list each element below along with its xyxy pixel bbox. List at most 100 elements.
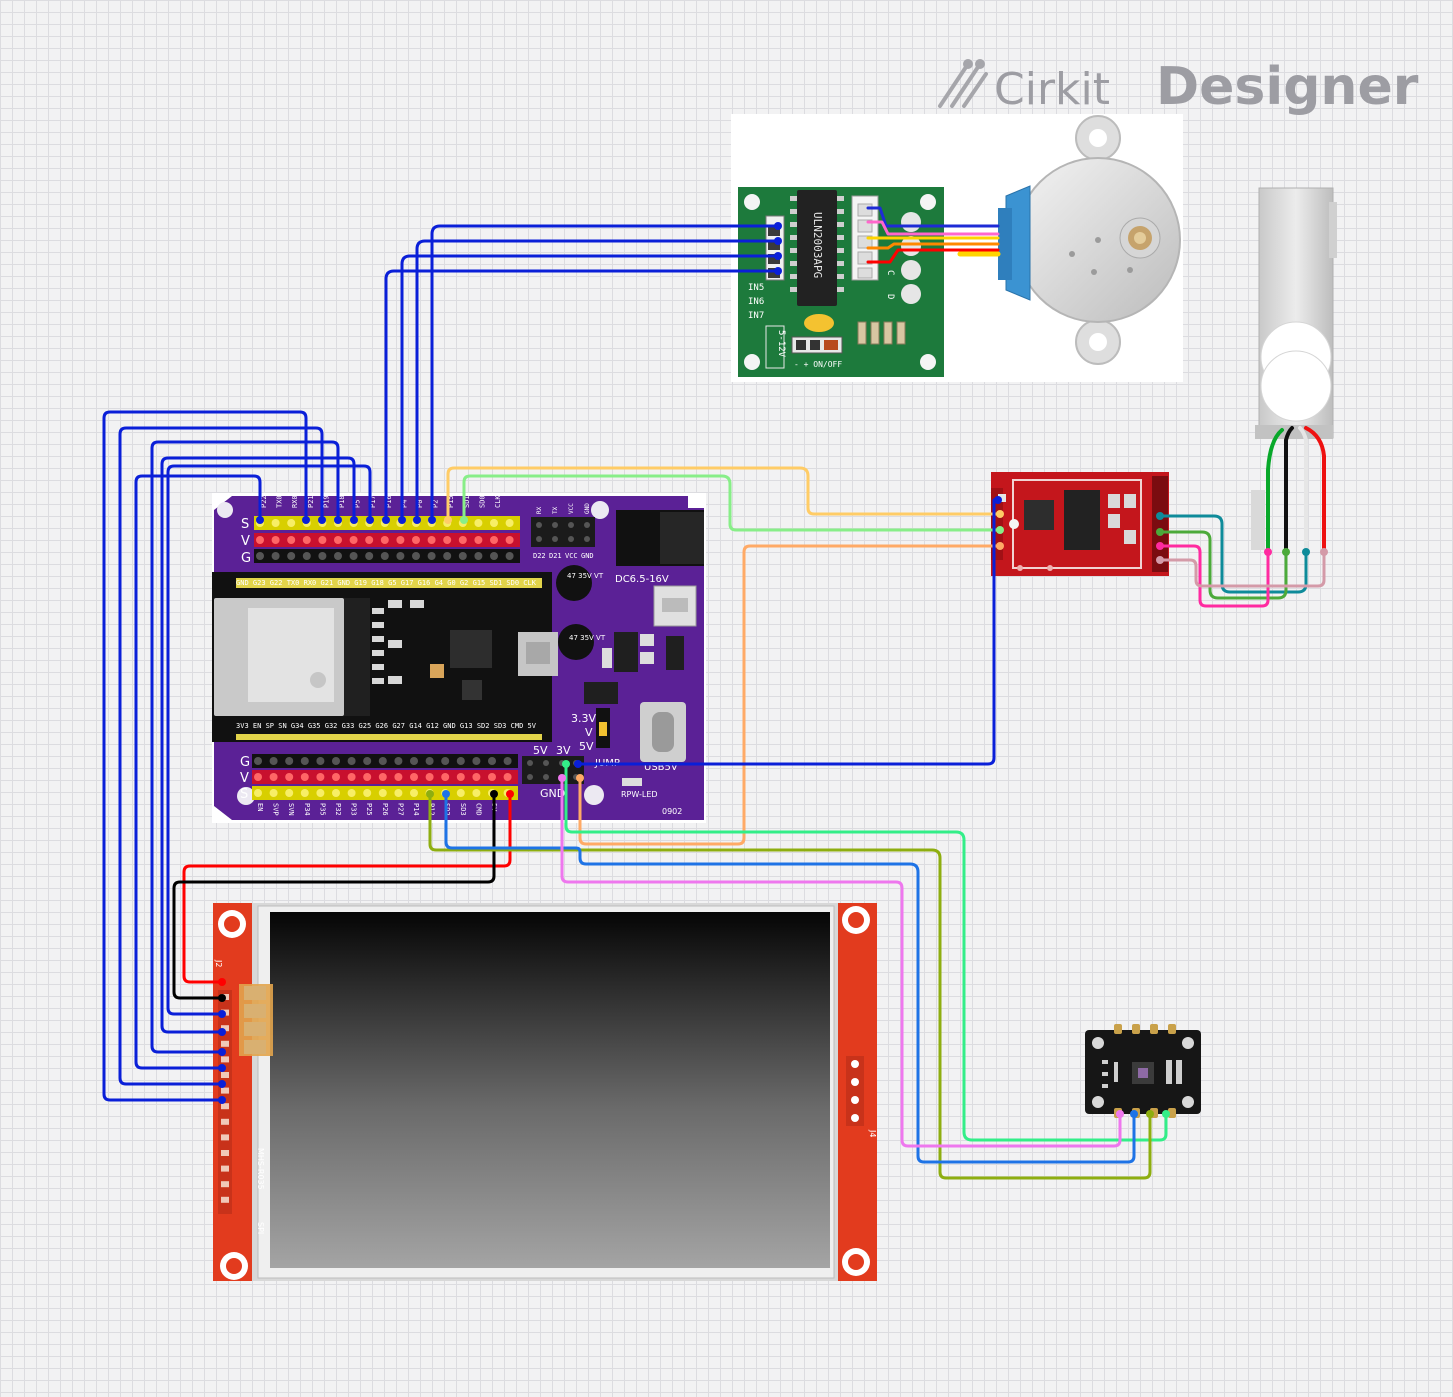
header-pin[interactable] [365, 536, 374, 544]
tft-display-module[interactable]: J2 MHS-R035 SPI J4 [213, 903, 877, 1281]
header-pin[interactable] [285, 757, 294, 765]
header-pin[interactable] [349, 552, 358, 560]
header-pin[interactable] [441, 773, 450, 781]
header-pin[interactable] [285, 789, 294, 797]
header-pin[interactable] [316, 789, 325, 797]
header-pin[interactable] [412, 536, 420, 544]
header-pin[interactable] [334, 552, 342, 560]
header-pin[interactable] [505, 519, 514, 527]
header-pin[interactable] [256, 536, 264, 544]
header-pin[interactable] [505, 536, 514, 544]
header-pin[interactable] [458, 536, 467, 544]
tft-pin [221, 1181, 229, 1188]
header-pin[interactable] [503, 757, 512, 765]
header-pin[interactable] [269, 789, 278, 797]
header-pin[interactable] [456, 789, 465, 797]
header-pin[interactable] [505, 552, 514, 560]
header-pin[interactable] [380, 536, 389, 544]
header-pin[interactable] [318, 536, 327, 544]
header-pin[interactable] [425, 773, 434, 781]
bottom-pin-label: SVP [272, 803, 280, 816]
header-pin[interactable] [271, 552, 280, 560]
header-pin[interactable] [332, 773, 340, 781]
header-pin[interactable] [456, 773, 465, 781]
pulse-oximeter-sensor[interactable] [1085, 1024, 1201, 1118]
header-pin[interactable] [472, 757, 481, 765]
header-pin[interactable] [365, 552, 374, 560]
header-pin[interactable] [347, 773, 356, 781]
header-pin[interactable] [443, 552, 452, 560]
header-pin[interactable] [488, 773, 496, 781]
header-pin[interactable] [378, 789, 387, 797]
header-pin[interactable] [410, 773, 418, 781]
header-pin[interactable] [472, 789, 481, 797]
header-pin[interactable] [394, 773, 403, 781]
header-pin[interactable] [254, 789, 262, 797]
hx711-module[interactable] [991, 472, 1169, 576]
header-pin[interactable] [474, 552, 483, 560]
header-pin[interactable] [490, 519, 498, 527]
header-pin[interactable] [380, 552, 389, 560]
tft-screen[interactable] [270, 912, 830, 1268]
header-pin[interactable] [488, 757, 496, 765]
header-pin[interactable] [474, 536, 483, 544]
wire-tft-4 [160, 456, 356, 1034]
header-pin[interactable] [300, 789, 309, 797]
header-pin[interactable] [271, 536, 280, 544]
header-pin[interactable] [256, 552, 264, 560]
header-pin[interactable] [285, 773, 294, 781]
header-pin[interactable] [254, 773, 262, 781]
header-pin[interactable] [410, 757, 418, 765]
header-pin[interactable] [316, 773, 325, 781]
header-pin[interactable] [394, 789, 403, 797]
header-pin[interactable] [254, 757, 262, 765]
header-pin[interactable] [474, 519, 483, 527]
header-pin[interactable] [334, 536, 342, 544]
header-pin[interactable] [378, 757, 387, 765]
tft-pin [221, 1056, 229, 1063]
header-pin[interactable] [396, 536, 405, 544]
header-pin[interactable] [412, 552, 420, 560]
header-pin[interactable] [318, 552, 327, 560]
header-pin[interactable] [287, 536, 296, 544]
header-pin[interactable] [269, 757, 278, 765]
uart-header-label: RX [536, 506, 543, 514]
header-pin[interactable] [394, 757, 403, 765]
header-pin[interactable] [427, 536, 436, 544]
header-pin[interactable] [363, 757, 372, 765]
header-pin[interactable] [302, 536, 311, 544]
header-pin[interactable] [396, 552, 405, 560]
header-pin[interactable] [287, 552, 296, 560]
header-pin[interactable] [332, 757, 340, 765]
load-cell[interactable] [1251, 187, 1337, 550]
header-pin[interactable] [427, 552, 436, 560]
header-pin[interactable] [363, 773, 372, 781]
header-pin[interactable] [349, 536, 358, 544]
header-pin[interactable] [456, 757, 465, 765]
stepper-motor[interactable] [998, 115, 1181, 365]
header-pin[interactable] [347, 757, 356, 765]
header-pin[interactable] [490, 536, 498, 544]
header-pin[interactable] [378, 773, 387, 781]
header-pin[interactable] [287, 519, 296, 527]
header-pin[interactable] [425, 757, 434, 765]
header-pin[interactable] [316, 757, 325, 765]
header-pin[interactable] [347, 789, 356, 797]
header-pin[interactable] [300, 757, 309, 765]
header-pin[interactable] [443, 536, 452, 544]
header-pin[interactable] [302, 552, 311, 560]
header-pin[interactable] [441, 757, 450, 765]
header-pin[interactable] [332, 789, 340, 797]
header-pin[interactable] [410, 789, 418, 797]
header-pin[interactable] [269, 773, 278, 781]
uln2003-driver-board[interactable]: IN5 IN6 IN7 5-12V ULN2003APG C D [738, 187, 944, 377]
header-pin[interactable] [503, 773, 512, 781]
header-pin[interactable] [472, 773, 481, 781]
header-pin[interactable] [271, 519, 280, 527]
header-pin[interactable] [458, 552, 467, 560]
header-pin[interactable] [300, 773, 309, 781]
header-pin[interactable] [490, 552, 498, 560]
header-pin[interactable] [363, 789, 372, 797]
